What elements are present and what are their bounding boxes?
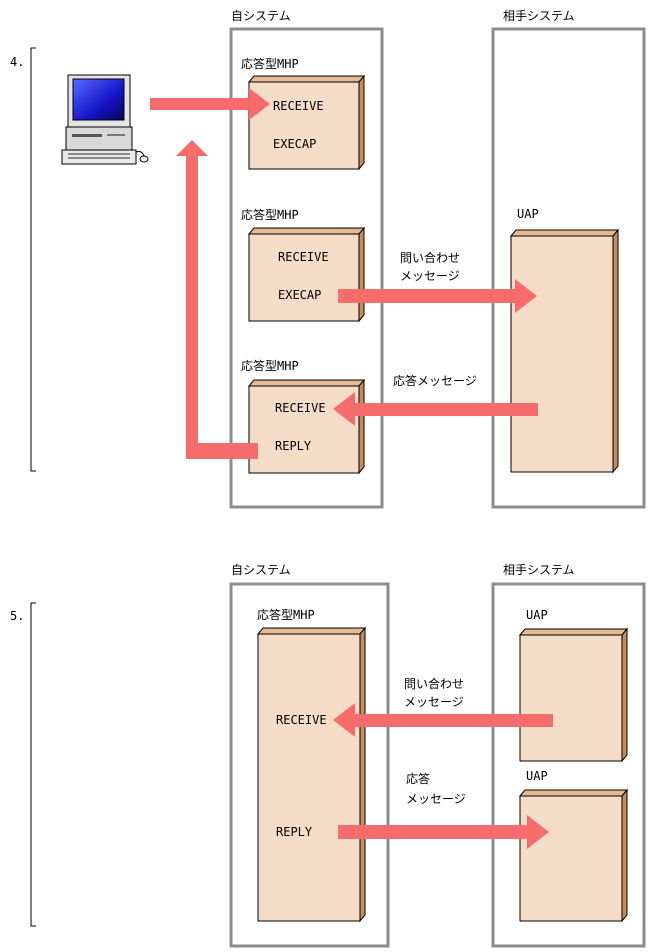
mhp-line: RECEIVE <box>276 713 327 727</box>
section-number: 5. <box>10 609 24 623</box>
section-4: 4. 自システム 相手システム 応答型MHP RECEIVE <box>10 9 646 509</box>
section-5: 5. 自システム 相手システム 応答型MHP RECEIVE REPLY UAP… <box>10 563 646 948</box>
response-message-label: 応答 <box>406 771 430 786</box>
arrow-response <box>338 815 549 849</box>
mhp-line: RECEIVE <box>273 99 324 113</box>
partner-system-frame <box>491 27 646 509</box>
arrow-inquiry <box>338 279 537 313</box>
uap-label: UAP <box>517 207 539 221</box>
inquiry-message-label: 問い合わせ <box>400 250 460 265</box>
response-message-label: メッセージ <box>406 792 466 806</box>
mhp-line: EXECAP <box>273 137 316 151</box>
own-system-label: 自システム <box>231 563 291 577</box>
section-number: 4. <box>10 55 24 69</box>
inquiry-message-label: メッセージ <box>404 695 464 709</box>
uap-label: UAP <box>526 769 548 783</box>
mhp-line: EXECAP <box>278 288 321 302</box>
uap-box: UAP <box>518 608 629 763</box>
mhp-box: 応答型MHP RECEIVE REPLY <box>256 607 367 923</box>
section-bracket <box>30 47 36 472</box>
own-system-frame <box>229 27 384 509</box>
inquiry-message-label: 問い合わせ <box>404 676 464 691</box>
own-system-label: 自システム <box>231 9 291 23</box>
mhp-title: 応答型MHP <box>241 358 299 373</box>
response-message-label: 応答メッセージ <box>393 373 477 388</box>
inquiry-message-label: メッセージ <box>400 269 460 283</box>
mhp-title: 応答型MHP <box>257 607 315 622</box>
mhp-line: REPLY <box>276 825 313 839</box>
uap-box: UAP <box>509 207 620 474</box>
computer-terminal-icon <box>61 74 149 165</box>
partner-system-label: 相手システム <box>503 563 575 577</box>
mhp-line: RECEIVE <box>275 401 326 415</box>
mhp-line: REPLY <box>275 439 312 453</box>
mhp-box: 応答型MHP RECEIVE REPLY <box>241 358 366 475</box>
arrow-return <box>176 140 258 459</box>
mhp-title: 応答型MHP <box>241 56 299 71</box>
partner-system-frame <box>491 582 646 948</box>
partner-system-label: 相手システム <box>503 9 575 23</box>
uap-box: UAP <box>518 769 629 923</box>
mhp-line: RECEIVE <box>278 250 329 264</box>
uap-label: UAP <box>526 608 548 622</box>
mhp-box: 応答型MHP RECEIVE EXECAP <box>241 56 366 171</box>
mhp-title: 応答型MHP <box>241 207 299 222</box>
mhp-box: 応答型MHP RECEIVE EXECAP <box>241 207 366 323</box>
arrow-response <box>333 392 538 426</box>
arrow-inquiry <box>333 703 553 737</box>
arrow-input <box>150 88 270 120</box>
own-system-frame <box>229 582 390 948</box>
section-bracket <box>30 602 36 927</box>
